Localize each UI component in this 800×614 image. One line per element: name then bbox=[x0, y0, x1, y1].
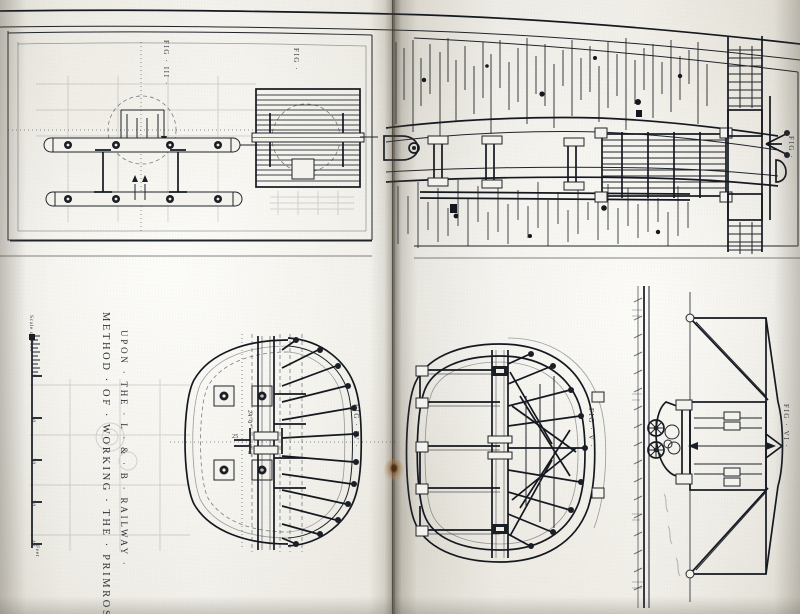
dimension-span-label: 25 bbox=[232, 434, 239, 440]
right-edge-shadow bbox=[774, 0, 800, 614]
scale-bar bbox=[29, 334, 42, 548]
figure-fig-5-corner-marks bbox=[591, 391, 605, 499]
figure-fig-4-label: FIG · IV · bbox=[352, 404, 360, 449]
figure-fig-4-drawing bbox=[170, 334, 395, 552]
book-gutter-shadow bbox=[370, 0, 418, 614]
figure-fig-5-drawing bbox=[405, 337, 607, 563]
dimension-height-label: 24'·0" bbox=[246, 410, 252, 427]
book-gutter-line bbox=[392, 0, 394, 614]
figure-fig-6b-drawing bbox=[383, 36, 790, 254]
dimension-springing-label: 9'·6" bbox=[246, 444, 252, 458]
figure-fig-3b-drawing bbox=[251, 88, 378, 215]
figure-fig-3-label: FIG · III · bbox=[162, 40, 170, 86]
figure-fig-3b-label: FIG · bbox=[292, 48, 300, 72]
figure-fig-3-drawing bbox=[8, 42, 274, 232]
bottom-edge-shadow bbox=[0, 596, 800, 614]
ghost-construction-plan bbox=[30, 379, 190, 551]
left-edge-shadow bbox=[0, 0, 26, 614]
figure-fig-6-drawing bbox=[632, 286, 784, 608]
